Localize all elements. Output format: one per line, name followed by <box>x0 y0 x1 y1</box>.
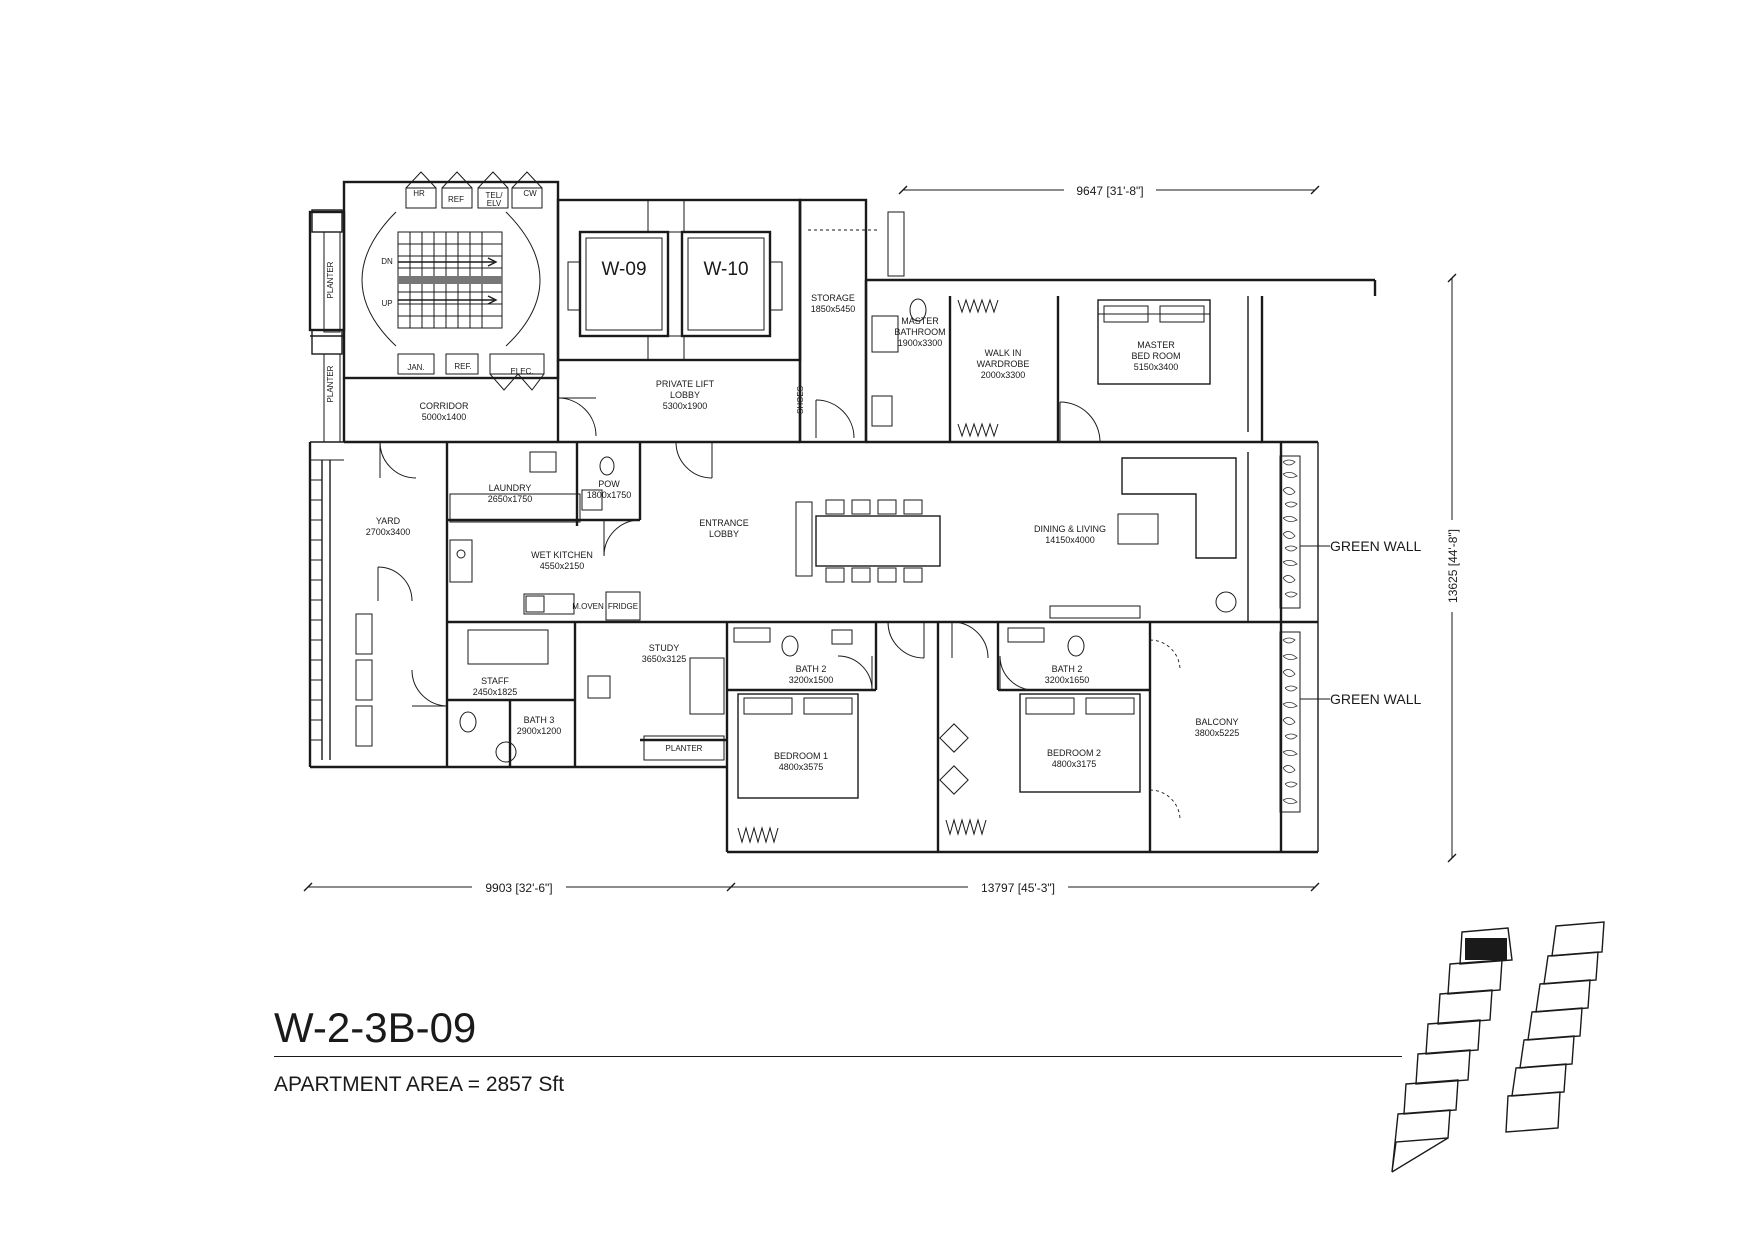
dining-name: DINING & LIVING <box>1034 524 1106 534</box>
entrance-name-1: ENTRANCE <box>699 518 749 528</box>
planter-label-2: PLANTER <box>326 365 335 402</box>
study-size: 3650x3125 <box>642 654 687 664</box>
hr-label: HR <box>413 189 425 198</box>
stair-up-label: UP <box>381 299 392 308</box>
walkin-size: 2000x3300 <box>981 370 1026 380</box>
master-bed-size: 5150x3400 <box>1134 362 1179 372</box>
master-bed-name-2: BED ROOM <box>1131 351 1180 361</box>
bath3-size: 2900x1200 <box>517 726 562 736</box>
lift-label-w10: W-10 <box>703 259 748 280</box>
master-bath-size: 1900x3300 <box>898 338 943 348</box>
yard-size: 2700x3400 <box>366 527 411 537</box>
bedroom2-size: 4800x3175 <box>1052 759 1097 769</box>
bedroom1-size: 4800x3575 <box>779 762 824 772</box>
dimension-bottom-right-label: 13797 [45'-3"] <box>981 881 1055 895</box>
unit-code-title: W-2-3B-09 <box>274 1004 477 1051</box>
dining-size: 14150x4000 <box>1045 535 1095 545</box>
balcony-name: BALCONY <box>1195 717 1238 727</box>
bath2-left-name: BATH 2 <box>796 664 827 674</box>
dimension-right: 13625 [44'-8"] <box>1444 273 1460 863</box>
master-bath-name-1: MASTER <box>901 316 939 326</box>
study-planter-label: PLANTER <box>666 744 703 753</box>
door-swings <box>377 397 1181 821</box>
green-wall-label-1: GREEN WALL <box>1330 538 1421 554</box>
ref-bottom-label: REF. <box>454 362 471 371</box>
key-plan-tower-left <box>1391 927 1513 1173</box>
key-plan <box>1391 921 1605 1173</box>
study-name: STUDY <box>649 643 680 653</box>
dimension-top-label: 9647 [31'-8"] <box>1076 184 1143 198</box>
title-divider <box>274 1056 1402 1057</box>
shoes-label: SHOES <box>796 386 805 414</box>
powder-name: POW <box>598 479 620 489</box>
powder-size: 1800x1750 <box>587 490 632 500</box>
walkin-name-1: WALK IN <box>985 348 1022 358</box>
cw-label: CW <box>523 189 537 198</box>
stair-treads <box>397 231 503 329</box>
staff-name: STAFF <box>481 676 509 686</box>
dimension-bottom-left-label: 9903 [32'-6"] <box>485 881 552 895</box>
dimension-right-label: 13625 [44'-8"] <box>1446 529 1460 603</box>
laundry-size: 2650x1750 <box>488 494 533 504</box>
lift-lobby-name-1: PRIVATE LIFT <box>656 379 715 389</box>
wet-kitchen-size: 4550x2150 <box>540 561 585 571</box>
core-stair-and-services: PLANTER PLANTER DN UP <box>308 171 560 443</box>
bath3-name: BATH 3 <box>524 715 555 725</box>
bedroom1-name: BEDROOM 1 <box>774 751 828 761</box>
key-plan-highlight <box>1465 938 1507 960</box>
elec-label: ELEC. <box>510 367 533 376</box>
tel-label-2: ELV <box>487 199 502 208</box>
wet-kitchen-name: WET KITCHEN <box>531 550 593 560</box>
dimension-top: 9647 [31'-8"] <box>898 182 1320 198</box>
bedroom2-name: BEDROOM 2 <box>1047 748 1101 758</box>
storage-size: 1850x5450 <box>811 304 856 314</box>
bath2-right-name: BATH 2 <box>1052 664 1083 674</box>
lift-label-w09: W-09 <box>601 259 646 280</box>
balcony-size: 3800x5225 <box>1195 728 1240 738</box>
stair-down-label: DN <box>381 257 393 266</box>
master-bath-name-2: BATHROOM <box>894 327 945 337</box>
ref-top-label: REF <box>448 195 464 204</box>
bath2-right-size: 3200x1650 <box>1045 675 1090 685</box>
corridor-size: 5000x1400 <box>422 412 467 422</box>
lift-lobby-size: 5300x1900 <box>663 401 708 411</box>
lift-lobby-name-2: LOBBY <box>670 390 700 400</box>
janitor-label: JAN. <box>407 363 424 372</box>
master-bed-name-1: MASTER <box>1137 340 1175 350</box>
unit-walls <box>308 198 1377 854</box>
storage-name: STORAGE <box>811 293 855 303</box>
apartment-area-text: APARTMENT AREA = 2857 Sft <box>274 1073 565 1096</box>
green-wall-planting: GREEN WALL GREEN WALL <box>1279 455 1421 813</box>
oven-label: M.OVEN <box>572 602 604 611</box>
staff-size: 2450x1825 <box>473 687 518 697</box>
yard-louvres <box>310 479 373 747</box>
key-plan-tower-right <box>1505 921 1605 1133</box>
planter-label-1: PLANTER <box>326 261 335 298</box>
lift-shafts: W-09 W-10 <box>556 198 802 362</box>
dimension-bottom: 9903 [32'-6"] 13797 [45'-3"] <box>303 879 1320 895</box>
tel-label-1: TEL/ <box>486 191 504 200</box>
fridge-label: FRIDGE <box>608 602 638 611</box>
walkin-name-2: WARDROBE <box>977 359 1030 369</box>
laundry-name: LAUNDRY <box>489 483 532 493</box>
green-wall-label-2: GREEN WALL <box>1330 691 1421 707</box>
fixtures-furniture: M.OVEN FRIDGE PLANTER <box>449 298 1237 844</box>
yard-name: YARD <box>376 516 401 526</box>
entrance-name-2: LOBBY <box>709 529 739 539</box>
bath2-left-size: 3200x1500 <box>789 675 834 685</box>
room-labels: CORRIDOR 5000x1400 PRIVATE LIFT LOBBY 53… <box>366 293 1240 772</box>
corridor-name: CORRIDOR <box>420 401 469 411</box>
